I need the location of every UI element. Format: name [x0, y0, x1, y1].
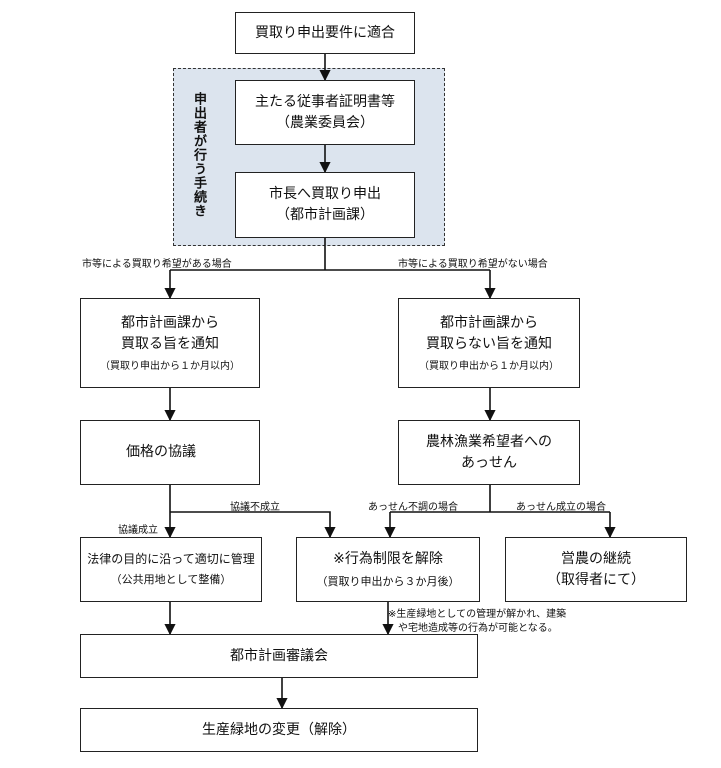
node-continue-farming: 営農の継続 （取得者にて） [505, 537, 687, 602]
node-mediation: 農林漁業希望者への あっせん [398, 420, 580, 485]
node-certificate: 主たる従事者証明書等 （農業委員会） [235, 80, 415, 145]
note-line2: や宅地造成等の行為が可能となる。 [398, 623, 558, 634]
line-mediation-split [390, 485, 610, 513]
arrow-price-fail-to-lift [170, 511, 336, 539]
label-wish-buy: 市等による買取り希望がある場合 [82, 259, 232, 270]
node-request: 市長へ買取り申出 （都市計画課） [235, 172, 415, 238]
group-label: 申出者が行う手続き [191, 92, 206, 218]
note-line1: ※生産緑地としての管理が解かれ、建築 [388, 609, 567, 620]
node-manage: 法律の目的に沿って適切に管理 （公共用地として整備） [80, 537, 262, 602]
node-change: 生産緑地の変更（解除） [80, 708, 478, 752]
line-request-split [170, 238, 490, 271]
node-notify-buy: 都市計画課から 買取る旨を通知 （買取り申出から１か月以内） [80, 298, 260, 388]
label-wish-nobuy: 市等による買取り希望がない場合 [398, 259, 548, 270]
label-agree-fail: 協議不成立 [230, 502, 280, 513]
node-price-negotiation: 価格の協議 [80, 420, 260, 485]
node-lift-restriction: ※行為制限を解除 （買取り申出から３か月後） [296, 537, 480, 602]
label-mediation-ok: あっせん成立の場合 [516, 502, 606, 513]
node-start: 買取り申出要件に適合 [235, 12, 415, 54]
label-mediation-fail: あっせん不調の場合 [368, 502, 458, 513]
node-council: 都市計画審議会 [80, 634, 478, 678]
node-notify-nobuy: 都市計画課から 買取らない旨を通知 （買取り申出から１か月以内） [398, 298, 580, 388]
label-agree-ok: 協議成立 [118, 525, 158, 536]
